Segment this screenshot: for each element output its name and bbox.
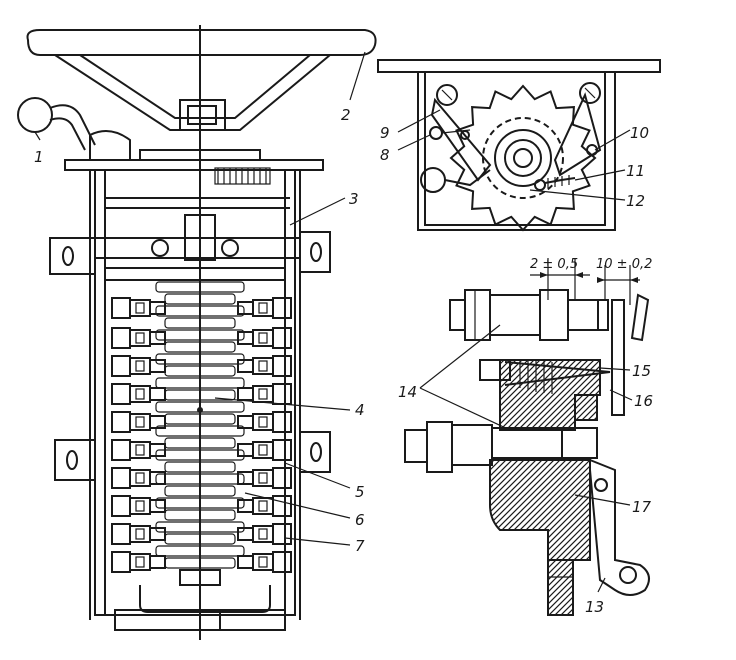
contact-pair-right (237, 439, 292, 461)
dimension-gap-left: 2 ± 0,5 (530, 257, 578, 272)
callout-2: 2 (341, 106, 351, 124)
dimension-lines (530, 258, 640, 305)
handwheel (26, 25, 377, 640)
mounting-lugs (49, 231, 331, 481)
callout-5: 5 (355, 483, 365, 501)
contact-pair-left (111, 467, 166, 489)
upper-crossbar (94, 197, 301, 281)
callout-12: 12 (626, 192, 645, 210)
upper-bolt (449, 289, 609, 341)
contact-pair-left (111, 523, 166, 545)
callout-labels: 1 2 3 4 5 6 7 8 9 10 11 12 13 14 15 16 1… (34, 106, 653, 616)
contact-lever (589, 458, 650, 596)
callout-1: 1 (34, 148, 44, 166)
dimension-gap-right: 10 ± 0,2 (596, 257, 652, 272)
callout-3: 3 (349, 190, 359, 208)
callout-10: 10 (630, 124, 649, 142)
lower-bolt (404, 421, 598, 473)
contact-pair-right (237, 327, 292, 349)
contact-pair-left (111, 355, 166, 377)
top-spring (214, 167, 271, 185)
ratchet-view (377, 59, 661, 232)
callout-14: 14 (398, 383, 417, 401)
contact-pair-right (237, 495, 292, 517)
callout-11: 11 (626, 162, 645, 180)
callout-9: 9 (380, 124, 390, 142)
main-controller-view (17, 25, 377, 640)
contact-pair-right (237, 355, 292, 377)
contact-pair-left (111, 327, 166, 349)
contact-pair-left (111, 495, 166, 517)
ratchet-gear (449, 84, 597, 232)
callout-15: 15 (632, 362, 651, 380)
leader-lines-left (34, 51, 366, 546)
contact-pair-left (111, 297, 166, 319)
callout-8: 8 (380, 146, 390, 164)
contact-pair-right (237, 523, 292, 545)
callout-17: 17 (632, 498, 652, 516)
contact-pair-left (111, 411, 166, 433)
callout-6: 6 (355, 511, 365, 529)
right-pawl (553, 92, 602, 177)
contact-section-view (404, 258, 650, 616)
callout-7: 7 (355, 537, 365, 555)
top-plate (64, 159, 324, 171)
callout-16: 16 (634, 392, 653, 410)
bottom-bracket (139, 585, 271, 613)
dimension-labels: 2 ± 0,5 10 ± 0,2 (530, 257, 652, 272)
contact-pair-right (237, 297, 292, 319)
contact-blocks (111, 297, 292, 573)
callout-4: 4 (355, 401, 365, 419)
contact-pair-right (237, 467, 292, 489)
contact-body (489, 459, 591, 561)
callout-13: 13 (585, 598, 604, 616)
contact-pair-right (237, 411, 292, 433)
contact-pair-right (237, 551, 292, 573)
cam-drum (155, 281, 245, 586)
